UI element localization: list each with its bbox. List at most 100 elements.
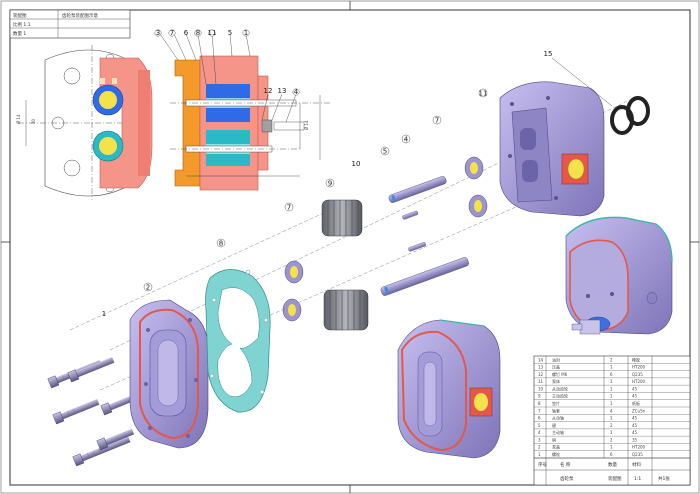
bom-cell-name: 销 (552, 436, 556, 442)
bom-cell-qty: 1 (610, 379, 613, 384)
tag-key: 5 (383, 148, 387, 156)
bom-cell-mat: 纸板 (632, 400, 640, 406)
bom-cell-no: 3 (538, 437, 541, 442)
bom-header-name: 名 称 (560, 461, 571, 468)
bom-cell-qty: 6 (610, 372, 613, 377)
bom-cell-name: 螺栓 (552, 451, 560, 457)
bom-cell-qty: 2 (610, 423, 613, 428)
bom-cell-name: 泵体 (552, 378, 560, 384)
tag-1: 1 (244, 29, 248, 37)
svg-text:Ø 14: Ø 14 (304, 120, 309, 130)
bom-cell-qty: 2 (610, 357, 613, 362)
bom-cell-mat: HT200 (632, 379, 646, 384)
tag-13: 13 (278, 87, 287, 95)
tag-bush-r: 7 (435, 117, 439, 125)
bom-cell-no: 7 (538, 408, 541, 413)
bom-scale: 1:1 (634, 476, 641, 482)
part-tags: 3 7 6 8 11 5 1 12 13 4 2 1 8 7 9 10 5 4 … (102, 29, 613, 318)
tag-bolt: 1 (102, 310, 106, 318)
tag-4: 4 (294, 88, 299, 96)
bom-footer-sub: 装配图 (608, 475, 622, 482)
bom-cell-mat: Q235 (632, 372, 643, 377)
bom-cell-name: 螺钉 M6 (552, 371, 568, 377)
pump-cover (129, 299, 209, 449)
tag-7: 7 (170, 29, 174, 37)
bom-cell-mat: 45 (632, 394, 638, 399)
bom-cell-name: 泵盖 (552, 444, 560, 450)
bom-cell-qty: 1 (610, 365, 613, 370)
bom-cell-name: 压盖 (552, 364, 560, 370)
svg-text:Ø 14: Ø 14 (16, 114, 21, 124)
bom-cell-name: 主动轴 (552, 429, 564, 435)
assembled-pump-back (565, 216, 673, 335)
bom-cell-mat: 45 (632, 386, 638, 391)
bom-header-no: 序号 (538, 461, 547, 468)
bom-cell-name: 从动轴 (552, 415, 564, 421)
bom-cell-no: 2 (538, 445, 541, 450)
tag-cover: 2 (146, 284, 150, 292)
tag-seal: 15 (544, 50, 553, 58)
bom-sheet: 共1张 (658, 475, 670, 482)
bom-cell-no: 14 (538, 357, 544, 362)
bom-cell-name: 油封 (552, 356, 560, 362)
side-section-view: Ø 14 (159, 33, 330, 191)
shafts (380, 176, 469, 296)
bom-cell-qty: 6 (610, 452, 613, 457)
tag-gear: 9 (328, 180, 332, 188)
bom-cell-mat: 45 (632, 430, 638, 435)
tag-body: 11 (479, 90, 488, 98)
bom-cell-name: 从动齿轮 (552, 385, 568, 391)
bolts (47, 357, 137, 467)
bom-cell-mat: 45 (632, 416, 638, 421)
front-section-view: Ø 14 30 (16, 45, 153, 200)
tag-gear2: 10 (352, 160, 361, 168)
bom-cell-no: 11 (538, 379, 544, 384)
bom-cell-no: 9 (538, 394, 541, 399)
tag-gasket: 8 (219, 240, 223, 248)
bom-cell-mat: Q235 (632, 452, 643, 457)
bom-cell-no: 10 (538, 386, 544, 391)
bom-cell-mat: HT200 (632, 365, 646, 370)
bom-cell-mat: ZCuSn (632, 408, 646, 413)
assembled-pump-front (397, 319, 501, 459)
bom-cell-qty: 1 (610, 445, 613, 450)
bom-cell-qty: 1 (610, 416, 613, 421)
tag-5: 5 (228, 29, 232, 37)
bom-cell-qty: 1 (610, 401, 613, 406)
bom-cell-no: 12 (538, 372, 544, 377)
bom-cell-no: 4 (538, 430, 541, 435)
tag-3: 3 (156, 29, 160, 37)
bom-cell-no: 5 (538, 423, 541, 428)
title-row-2: 比例 1:1 (13, 21, 31, 28)
bom-cell-mat: HT200 (632, 445, 646, 450)
bom-cell-no: 8 (538, 401, 541, 406)
tag-bush-l: 7 (287, 204, 291, 212)
bom-cell-no: 1 (538, 452, 541, 457)
bom-cell-qty: 4 (610, 408, 613, 413)
tag-8: 8 (196, 29, 200, 37)
bom-cell-qty: 1 (610, 430, 613, 435)
bom-cell-qty: 1 (610, 394, 613, 399)
tag-12: 12 (264, 87, 273, 95)
bom-cell-no: 13 (538, 365, 544, 370)
bom-cell-qty: 2 (610, 437, 613, 442)
gears (321, 199, 369, 331)
tag-11: 11 (208, 29, 217, 37)
bushings-left (282, 260, 304, 322)
bom-cell-no: 6 (538, 416, 541, 421)
tag-shaft: 4 (404, 136, 409, 144)
bom-cell-name: 键 (552, 422, 556, 428)
gasket (205, 269, 271, 413)
title-row-3: 数量 1 (13, 30, 26, 37)
bom-header-qty: 数量 (608, 461, 617, 468)
bom-cell-mat: 橡胶 (632, 356, 640, 362)
bom-cell-name: 垫片 (552, 400, 560, 406)
bom-cell-mat: 45 (632, 423, 638, 428)
bom-header-mat: 材料 (632, 461, 641, 468)
bom-cell-mat: 35 (632, 437, 638, 442)
oil-seals (610, 96, 650, 135)
top-title-block: 装配图 比例 1:1 数量 1 齿轮泵装配图示意 (9, 9, 131, 39)
pump-body-exploded (499, 81, 605, 217)
drawing-title: 齿轮泵装配图示意 (62, 12, 98, 19)
